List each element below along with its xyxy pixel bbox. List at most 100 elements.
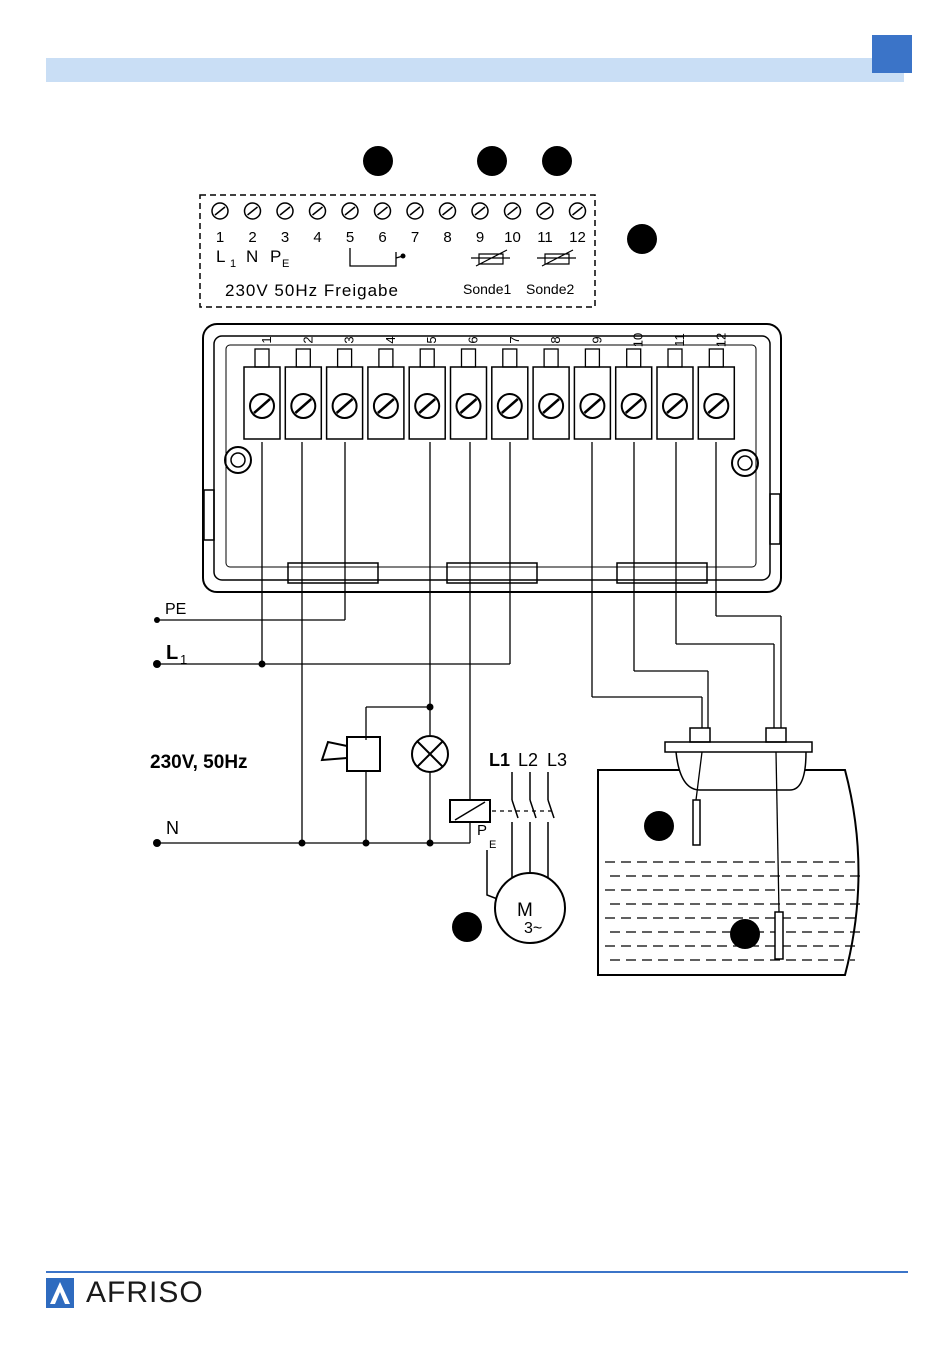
housing-terminal-number: 4 (383, 336, 398, 343)
liquid-level-lines (605, 862, 860, 960)
brand-name: AFRISO (86, 1276, 204, 1310)
callout-marker-2 (477, 146, 507, 176)
afriso-logo-icon (46, 1278, 74, 1308)
panel-terminal-number: 10 (504, 229, 521, 246)
housing-terminal-5: 5 (409, 336, 445, 439)
footer-divider (46, 1271, 908, 1273)
sensor-mounting-flange (665, 742, 812, 790)
alarm-horn-body (347, 737, 380, 771)
sonde2-thermistor-symbol (537, 250, 576, 266)
sensor-gland-1 (690, 728, 710, 742)
panel-screw-1 (212, 203, 228, 219)
housing-terminal-7: 7 (492, 336, 528, 439)
callout-marker-1 (363, 146, 393, 176)
panel-screw-2 (245, 203, 261, 219)
panel-terminal-number: 6 (378, 229, 386, 246)
housing-terminal-number: 7 (507, 336, 522, 343)
motor-type-label: 3~ (524, 920, 542, 937)
motor-m-label: M (517, 900, 533, 921)
mounting-hole-left (225, 447, 251, 473)
housing-terminal-number: 3 (342, 336, 357, 343)
sonde1-thermistor-symbol (471, 250, 510, 266)
tank-outline (598, 770, 859, 975)
housing-side-latch-left (204, 490, 214, 540)
panel-screw-12 (570, 203, 586, 219)
housing-side-latch-right (770, 494, 780, 544)
panel-screw-10 (505, 203, 521, 219)
housing-terminal-9: 9 (574, 336, 610, 439)
supply-n-label: N (166, 818, 179, 838)
housing-terminal-number: 2 (300, 336, 315, 343)
mounting-hole-right (732, 450, 758, 476)
callout-marker-4 (627, 224, 657, 254)
panel-terminal-number: 9 (476, 229, 484, 246)
contactor-coil-slash (455, 802, 485, 820)
sonde2-probe (775, 912, 783, 959)
housing-terminal-number: 11 (672, 333, 687, 347)
panel-screw-6 (375, 203, 391, 219)
panel-screw-9 (472, 203, 488, 219)
callout-marker-motor (452, 912, 482, 942)
label-n: N (246, 247, 258, 266)
housing-terminal-10: 10 (616, 333, 652, 439)
panel-screw-7 (407, 203, 423, 219)
housing-terminal-11: 11 (657, 333, 693, 439)
relay-contact-pivot (401, 254, 406, 259)
supply-voltage-label: 230V, 50Hz (150, 752, 248, 773)
panel-screw-3 (277, 203, 293, 219)
label-pe-sub: E (282, 258, 289, 270)
panel-screw-5 (342, 203, 358, 219)
housing-terminal-3: 3 (327, 336, 363, 439)
relay-contact-symbol (350, 248, 403, 266)
sonde1-probe (693, 800, 700, 845)
label-pe: P (270, 247, 281, 266)
motor-pe-sub: E (489, 839, 496, 851)
housing-terminal-6: 6 (451, 336, 487, 439)
housing-terminal-12: 12 (698, 333, 734, 439)
label-l1-sub: 1 (230, 258, 236, 270)
sensor-gland-2 (766, 728, 786, 742)
housing-terminal-number: 9 (589, 336, 604, 343)
housing-terminal-number: 5 (424, 336, 439, 343)
housing-terminal-number: 8 (548, 336, 563, 343)
panel-terminal-number: 1 (216, 229, 224, 246)
panel-terminal-number: 7 (411, 229, 419, 246)
supply-pe-label: PE (165, 601, 186, 618)
housing-terminal-8: 8 (533, 336, 569, 439)
panel-terminal-number: 3 (281, 229, 289, 246)
motor-pe-label: P (477, 822, 487, 839)
callout-marker-sonde2 (730, 919, 760, 949)
panel-terminal-number: 2 (248, 229, 256, 246)
junction-dots (153, 617, 434, 847)
device-housing (203, 324, 781, 592)
phase-l3-label: L3 (547, 750, 567, 770)
panel-screw-4 (310, 203, 326, 219)
mounting-hole-left-inner (231, 453, 245, 467)
housing-terminal-1: 1 (244, 336, 280, 439)
housing-terminal-number: 6 (466, 336, 481, 343)
housing-terminal-4: 4 (368, 336, 404, 439)
panel-terminal-number: 8 (443, 229, 451, 246)
alarm-horn-icon (322, 742, 347, 760)
label-l1: L (216, 247, 225, 266)
panel-screw-row (212, 203, 586, 219)
housing-terminal-number: 10 (631, 333, 646, 347)
supply-l1-label: L (166, 642, 178, 664)
panel-terminal-number: 11 (537, 229, 553, 246)
panel-screw-8 (440, 203, 456, 219)
callout-marker-3 (542, 146, 572, 176)
supply-l1-sub: 1 (180, 652, 187, 667)
housing-terminal-number: 1 (259, 336, 274, 343)
phase-l2-label: L2 (518, 750, 538, 770)
panel-screw-11 (537, 203, 553, 219)
phase-l1-label: L1 (489, 750, 510, 770)
panel-terminal-number: 12 (569, 229, 586, 246)
housing-terminal-2: 2 (285, 336, 321, 439)
panel-terminal-number: 5 (346, 229, 354, 246)
label-sonde2: Sonde2 (526, 281, 574, 297)
housing-terminal-number: 12 (713, 333, 728, 347)
panel-terminal-number: 4 (313, 229, 321, 246)
